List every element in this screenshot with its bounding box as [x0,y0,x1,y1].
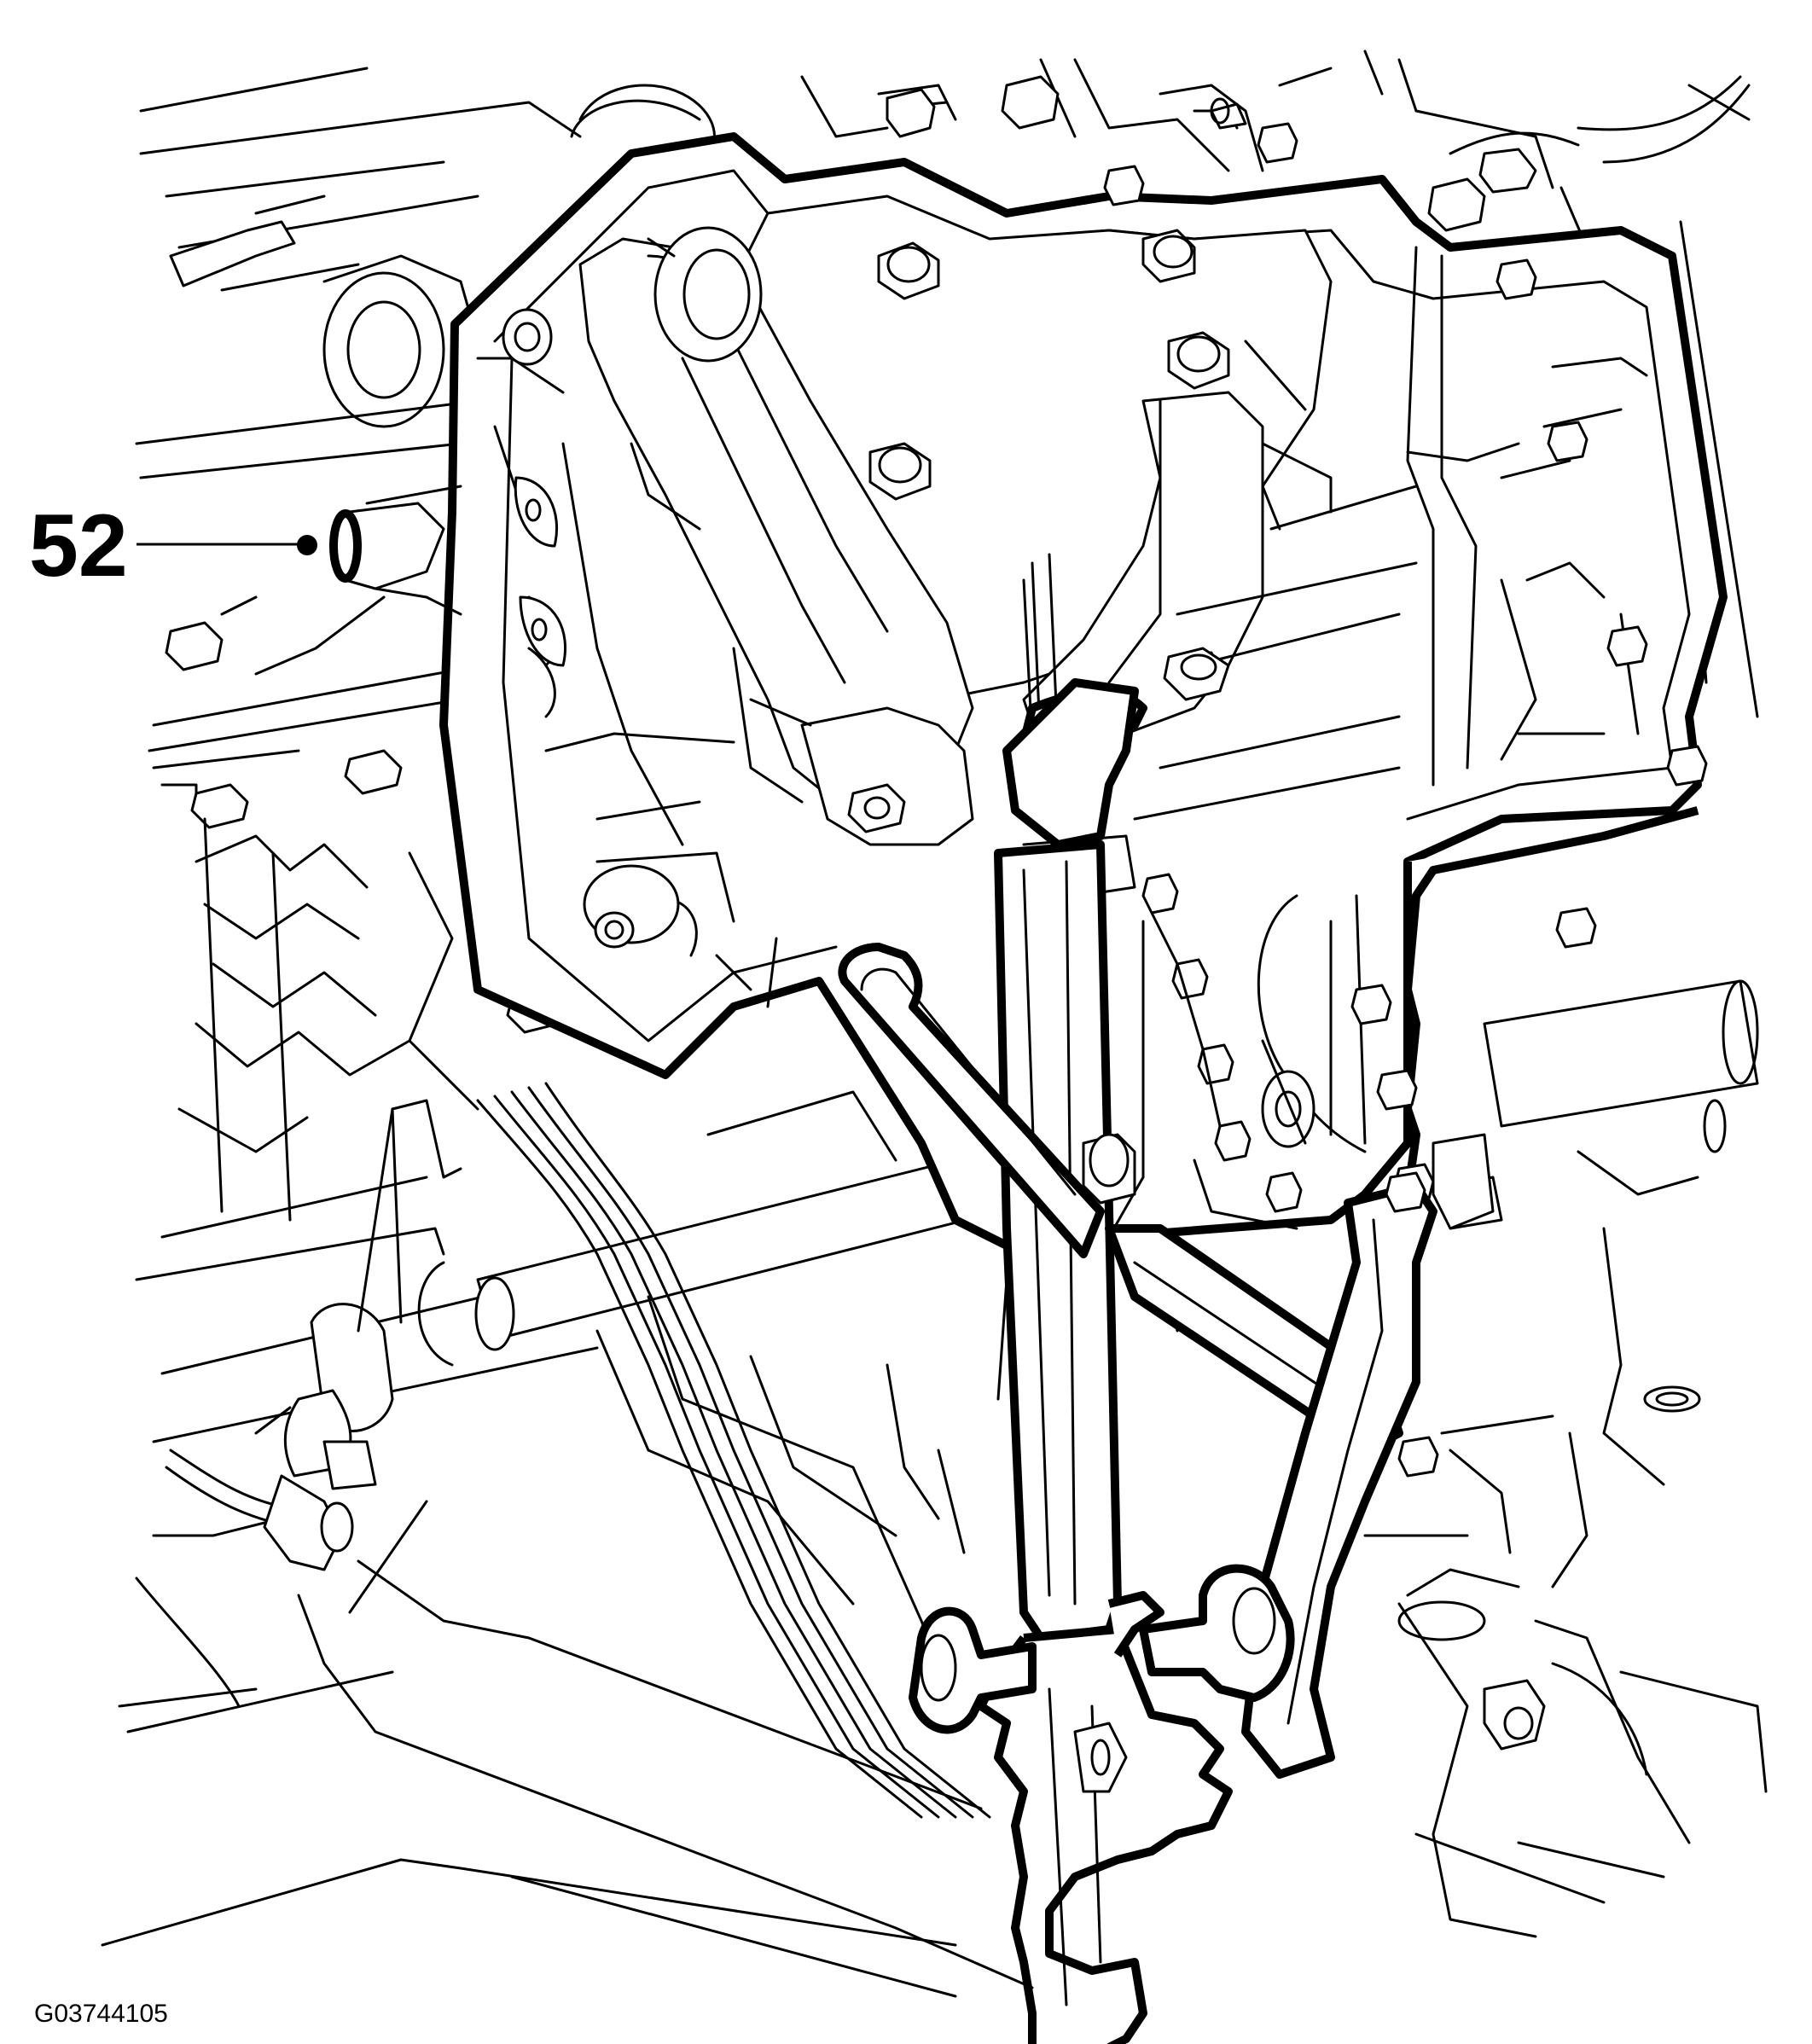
top-sensor [886,88,936,138]
oil-drain-boss [1261,1070,1315,1148]
right-lower-bolt [1397,1600,1486,1641]
seal-ring [220,485,462,676]
top-left-connector [169,220,296,287]
panel-boss-1 [502,308,553,366]
sensor-plug [263,1099,462,1571]
callout-label-52: 52 [29,496,128,595]
left-bolt-2 [190,783,249,829]
adjustment-knob-right [1139,1564,1295,1702]
panel-slot-2 [519,595,567,667]
callout-52: 52 [29,485,462,676]
left-bolt-1 [165,621,224,671]
wiring-harness-bundle [476,1082,991,1819]
lone-hex-bolt [1555,907,1597,949]
left-bolt-3 [344,749,403,795]
bracket-foot [800,706,974,846]
vertical-support-bar-left [994,840,1122,1642]
adjustment-knob-left [909,1606,1037,1734]
figure-id: G03744105 [34,2000,168,2028]
panel-slot-1 [514,476,559,548]
support-tool-frame [838,678,1439,2044]
round-flange [322,271,445,428]
right-axle-tube [1483,979,1759,1128]
right-bolt-column [1141,873,1303,1213]
housing-bolts [847,75,1708,833]
